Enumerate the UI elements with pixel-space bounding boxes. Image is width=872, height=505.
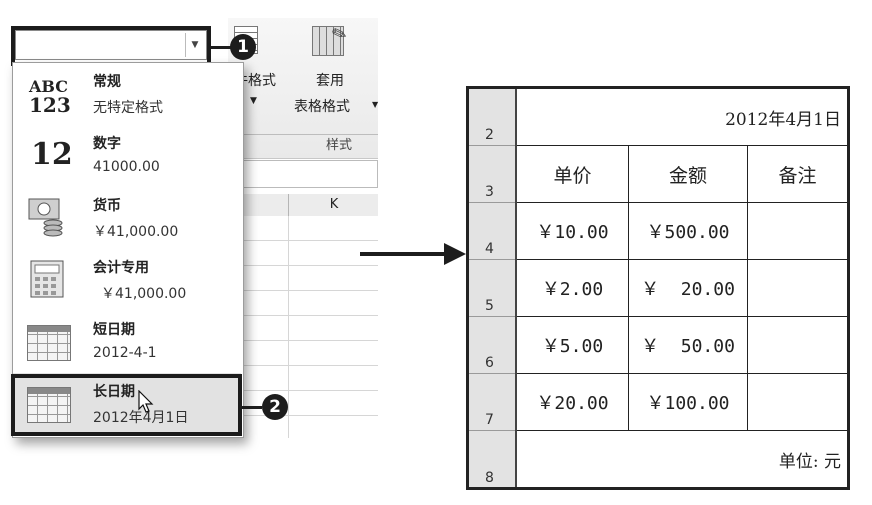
currency-format-icon: [23, 195, 75, 239]
format-number[interactable]: 12 数字 41000.00: [13, 125, 241, 187]
conditional-format-label[interactable]: 件格式: [234, 73, 276, 89]
table-cell[interactable]: ￥20.00: [517, 374, 629, 431]
header-note[interactable]: 备注: [748, 146, 847, 203]
row-headers: 2 3 4 5 6 7 8: [469, 89, 517, 487]
table-cell[interactable]: ￥500.00: [629, 203, 748, 260]
column-header-row: K: [228, 194, 378, 217]
format-accounting[interactable]: 会计专用 ￥41,000.00: [13, 249, 241, 311]
table-cell[interactable]: ￥ 50.00: [629, 317, 748, 374]
styles-group-label: 样式: [326, 138, 353, 153]
format-long-date[interactable]: 长日期 2012年4月1日: [13, 373, 241, 435]
column-header-k[interactable]: K: [288, 194, 379, 216]
row-header[interactable]: 4: [469, 203, 515, 260]
arrow-right-head: [444, 243, 466, 265]
ribbon-separator: [228, 134, 378, 135]
format-short-date[interactable]: 短日期 2012-4-1: [13, 311, 241, 373]
worksheet-grid[interactable]: [228, 216, 378, 438]
table-cell[interactable]: ￥ 20.00: [629, 260, 748, 317]
callout-line-2: [240, 406, 262, 409]
row-header[interactable]: 7: [469, 374, 515, 431]
table-cell[interactable]: ￥10.00: [517, 203, 629, 260]
table-cell[interactable]: ￥2.00: [517, 260, 629, 317]
format-name: 会计专用: [93, 260, 149, 276]
table-cell[interactable]: [748, 374, 847, 431]
result-table: 2 3 4 5 6 7 8 2012年4月1日 单价 金额 备注 ￥10.00 …: [466, 86, 850, 490]
format-sample: 2012-4-1: [93, 345, 157, 361]
chevron-down-icon[interactable]: ▼: [185, 33, 204, 57]
format-general[interactable]: ABC 123 常规 无特定格式: [13, 63, 241, 125]
unit-cell[interactable]: 单位: 元: [778, 451, 841, 472]
table-cell[interactable]: [748, 203, 847, 260]
row-header[interactable]: 8: [485, 470, 494, 486]
format-name: 货币: [93, 198, 121, 214]
format-sample: 2012年4月1日: [93, 410, 189, 426]
table-format-label[interactable]: 套用: [316, 73, 344, 89]
table-cell[interactable]: ￥5.00: [517, 317, 629, 374]
general-format-icon: ABC 123: [29, 77, 71, 117]
grid-line: [288, 216, 289, 438]
long-date-highlight: [11, 374, 242, 436]
calendar-icon: [23, 381, 75, 425]
number-format-icon: 12: [31, 137, 73, 172]
calendar-icon: [23, 319, 75, 363]
format-name: 短日期: [93, 322, 135, 338]
mouse-cursor-icon: [138, 390, 154, 413]
dropdown-arrow-icon[interactable]: ▼: [372, 100, 379, 109]
format-name: 数字: [93, 136, 121, 152]
format-name: 长日期: [93, 384, 135, 400]
header-unit-price[interactable]: 单价: [517, 146, 629, 203]
row-header[interactable]: 5: [469, 260, 515, 317]
format-sample: 41000.00: [93, 159, 160, 175]
format-sample: ￥41,000.00: [93, 224, 179, 240]
row-header[interactable]: 2: [469, 89, 515, 146]
header-amount[interactable]: 金额: [629, 146, 748, 203]
date-cell[interactable]: 2012年4月1日: [517, 89, 847, 146]
formula-bar[interactable]: [228, 160, 378, 188]
callout-2: 2: [262, 394, 288, 420]
table-cell[interactable]: [748, 317, 847, 374]
arrow-right-icon: [360, 252, 446, 256]
excel-window: ✎ 件格式 套用 表格格式 ▼ ▼ 样式 K: [228, 18, 378, 438]
dropdown-arrow-icon[interactable]: ▼: [250, 96, 257, 106]
format-currency[interactable]: 货币 ￥41,000.00: [13, 187, 241, 249]
calculator-icon: [23, 257, 75, 301]
table-format-icon[interactable]: [312, 26, 344, 56]
table-format-label2[interactable]: 表格格式: [294, 99, 350, 115]
callout-1: 1: [230, 34, 256, 60]
callout-line-1: [210, 46, 232, 49]
format-name: 常规: [93, 74, 121, 90]
table-cell[interactable]: ￥100.00: [629, 374, 748, 431]
number-format-combo[interactable]: ▼: [15, 30, 207, 60]
format-sample: 无特定格式: [93, 100, 163, 116]
combo-highlight: [11, 26, 211, 66]
format-sample: ￥41,000.00: [101, 286, 187, 302]
row-header[interactable]: 6: [469, 317, 515, 374]
row-header[interactable]: 3: [469, 146, 515, 203]
table-cell[interactable]: [748, 260, 847, 317]
